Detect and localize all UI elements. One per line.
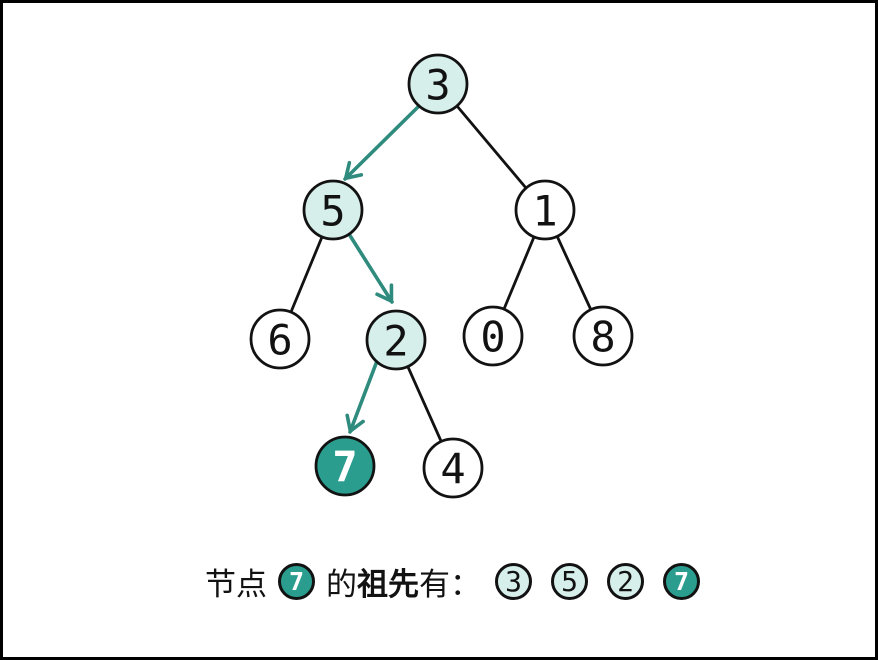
tree-node-7-label: 7 (332, 443, 357, 492)
tree-node-2-circle (365, 309, 427, 371)
tree-node-5: 5 (302, 179, 364, 241)
tree-node-7-circle (314, 435, 376, 497)
caption-text: 的祖先有： (326, 559, 481, 604)
edge-2-4 (406, 365, 443, 443)
tree-node-4-label: 4 (440, 445, 465, 494)
caption-ancestor-list: 3 5 2 7 (495, 562, 700, 600)
tree-node-8-circle (572, 305, 634, 367)
tree-node-2: 2 (365, 309, 427, 371)
tree-node-1-label: 1 (532, 187, 557, 236)
tree-node-5-label: 5 (320, 187, 345, 236)
caption: 节点 7 的祖先有： 3 5 2 7 (205, 559, 700, 604)
tree-node-2-label: 2 (383, 317, 408, 366)
caption-ancestor-badge-0: 3 (495, 562, 532, 600)
tree-node-1: 1 (514, 179, 576, 241)
caption-text-bold: 祖先 (357, 566, 419, 603)
tree-node-0: 0 (462, 305, 524, 367)
arrow-5-2 (347, 232, 394, 304)
tree-node-6-label: 6 (267, 316, 292, 365)
tree-node-8: 8 (572, 305, 634, 367)
caption-text-regular-1: 的 (326, 566, 357, 603)
edge-5-6 (289, 235, 324, 314)
edge-3-1 (455, 104, 528, 190)
tree-node-3: 3 (407, 53, 469, 115)
caption-text-regular-2: 有： (419, 566, 481, 603)
edge-1-8 (555, 234, 593, 312)
arrow-3-5 (343, 103, 422, 181)
tree-node-0-circle (462, 305, 524, 367)
tree-node-5-circle (302, 179, 364, 241)
tree-node-4-circle (422, 437, 484, 499)
tree-node-3-circle (407, 53, 469, 115)
tree-node-6: 6 (249, 308, 311, 370)
caption-ancestor-badge-3: 7 (663, 562, 700, 600)
caption-target-badge: 7 (278, 562, 315, 600)
tree-node-4: 4 (422, 437, 484, 499)
tree-node-7: 7 (314, 435, 376, 497)
caption-prefix: 节点 (205, 566, 267, 603)
binary-tree-diagram: 3 5 1 6 2 0 8 7 (249, 53, 634, 499)
tree-node-6-circle (249, 308, 311, 370)
caption-ancestor-badge-2: 2 (607, 562, 644, 600)
edge-1-0 (502, 235, 536, 311)
tree-node-1-circle (514, 179, 576, 241)
tree-node-3-label: 3 (425, 61, 450, 110)
tree-node-0-label: 0 (480, 313, 505, 362)
arrow-2-7 (345, 359, 379, 434)
caption-ancestor-badge-1: 5 (551, 562, 588, 600)
tree-node-8-label: 8 (590, 313, 615, 362)
